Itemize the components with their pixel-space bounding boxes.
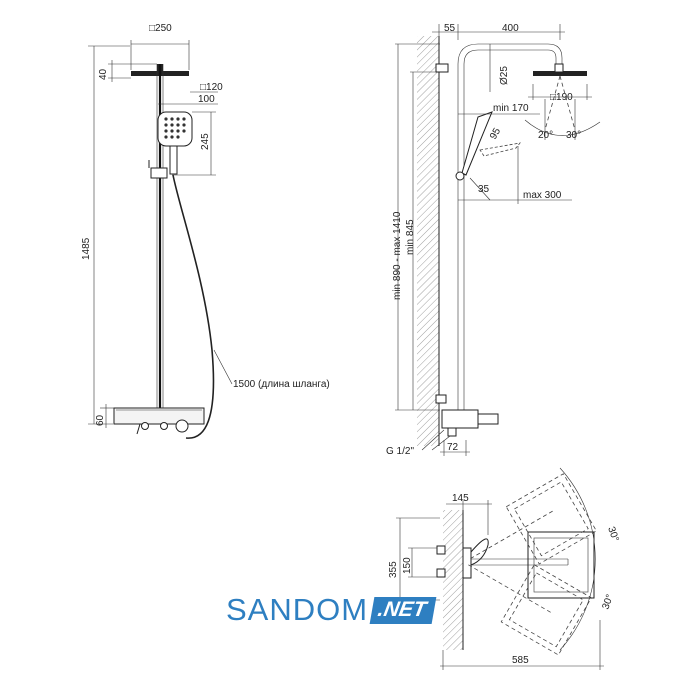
front-hand-shower-handle [169, 145, 178, 175]
side-hand-shower [461, 111, 493, 176]
dim-min-170: min 170 [493, 103, 529, 114]
sandom-logo: SANDOM .NET [226, 590, 437, 630]
logo-main-text: SANDOM [226, 592, 369, 627]
top-head-square [527, 531, 595, 599]
top-angle-upper: 30° [605, 525, 621, 543]
top-view: 30° 30° 145 355 150 585 [388, 467, 621, 670]
side-shower-head [533, 71, 587, 76]
front-view: □250 40 □120 100 245 1485 60 1500 (длина… [81, 23, 330, 439]
hose-length-label: 1500 (длина шланга) [233, 379, 330, 390]
dim-585: 585 [512, 655, 529, 666]
dim-min-845: min 845 [405, 219, 416, 255]
dim-150: 150 [402, 557, 413, 574]
dim-mixer-height: 60 [95, 414, 106, 426]
dim-95: 95 [488, 126, 503, 142]
front-mixer-knob-left [141, 422, 149, 430]
connection-label: G 1/2" [386, 446, 414, 457]
dim-head-box: □190 [550, 92, 573, 103]
angle-30: 30° [566, 130, 581, 141]
dim-hand-shower-box: □120 [200, 82, 223, 93]
dim-arm-length: 400 [502, 23, 519, 34]
dim-145: 145 [452, 493, 469, 504]
dim-hand-shower-width: 100 [198, 94, 215, 105]
dim-height-range: min 890 - max 1410 [392, 211, 403, 300]
dim-hand-shower-height: 245 [200, 133, 211, 150]
dim-max-300: max 300 [523, 190, 562, 201]
dim-pipe-diameter: Ø25 [499, 66, 510, 85]
logo-net-badge: .NET [369, 596, 437, 624]
dim-72: 72 [447, 442, 459, 453]
front-hand-shower-head [157, 111, 193, 147]
dim-head-height: 40 [98, 68, 109, 80]
front-hose [172, 174, 215, 439]
dim-head-width: □250 [149, 23, 172, 34]
top-wall-hatch [443, 510, 463, 650]
dim-355: 355 [388, 561, 399, 578]
dim-35: 35 [478, 184, 490, 195]
dim-wall-offset: 55 [444, 23, 456, 34]
angle-20: 20° [538, 130, 553, 141]
front-mixer-knob-right [160, 422, 168, 430]
front-mixer-shelf [113, 407, 205, 425]
front-mixer-outlet [175, 419, 189, 433]
side-view: 20° 30° 55 400 Ø25 □190 min 170 95 35 ma… [386, 23, 601, 457]
top-angle-lower: 30° [600, 593, 616, 611]
side-wall-hatch [417, 36, 439, 446]
front-slider [150, 167, 168, 179]
dim-total-height: 1485 [81, 237, 92, 260]
side-arm-pipe [457, 43, 563, 66]
side-mixer [441, 409, 479, 429]
top-rotated-head-upper [470, 473, 597, 565]
